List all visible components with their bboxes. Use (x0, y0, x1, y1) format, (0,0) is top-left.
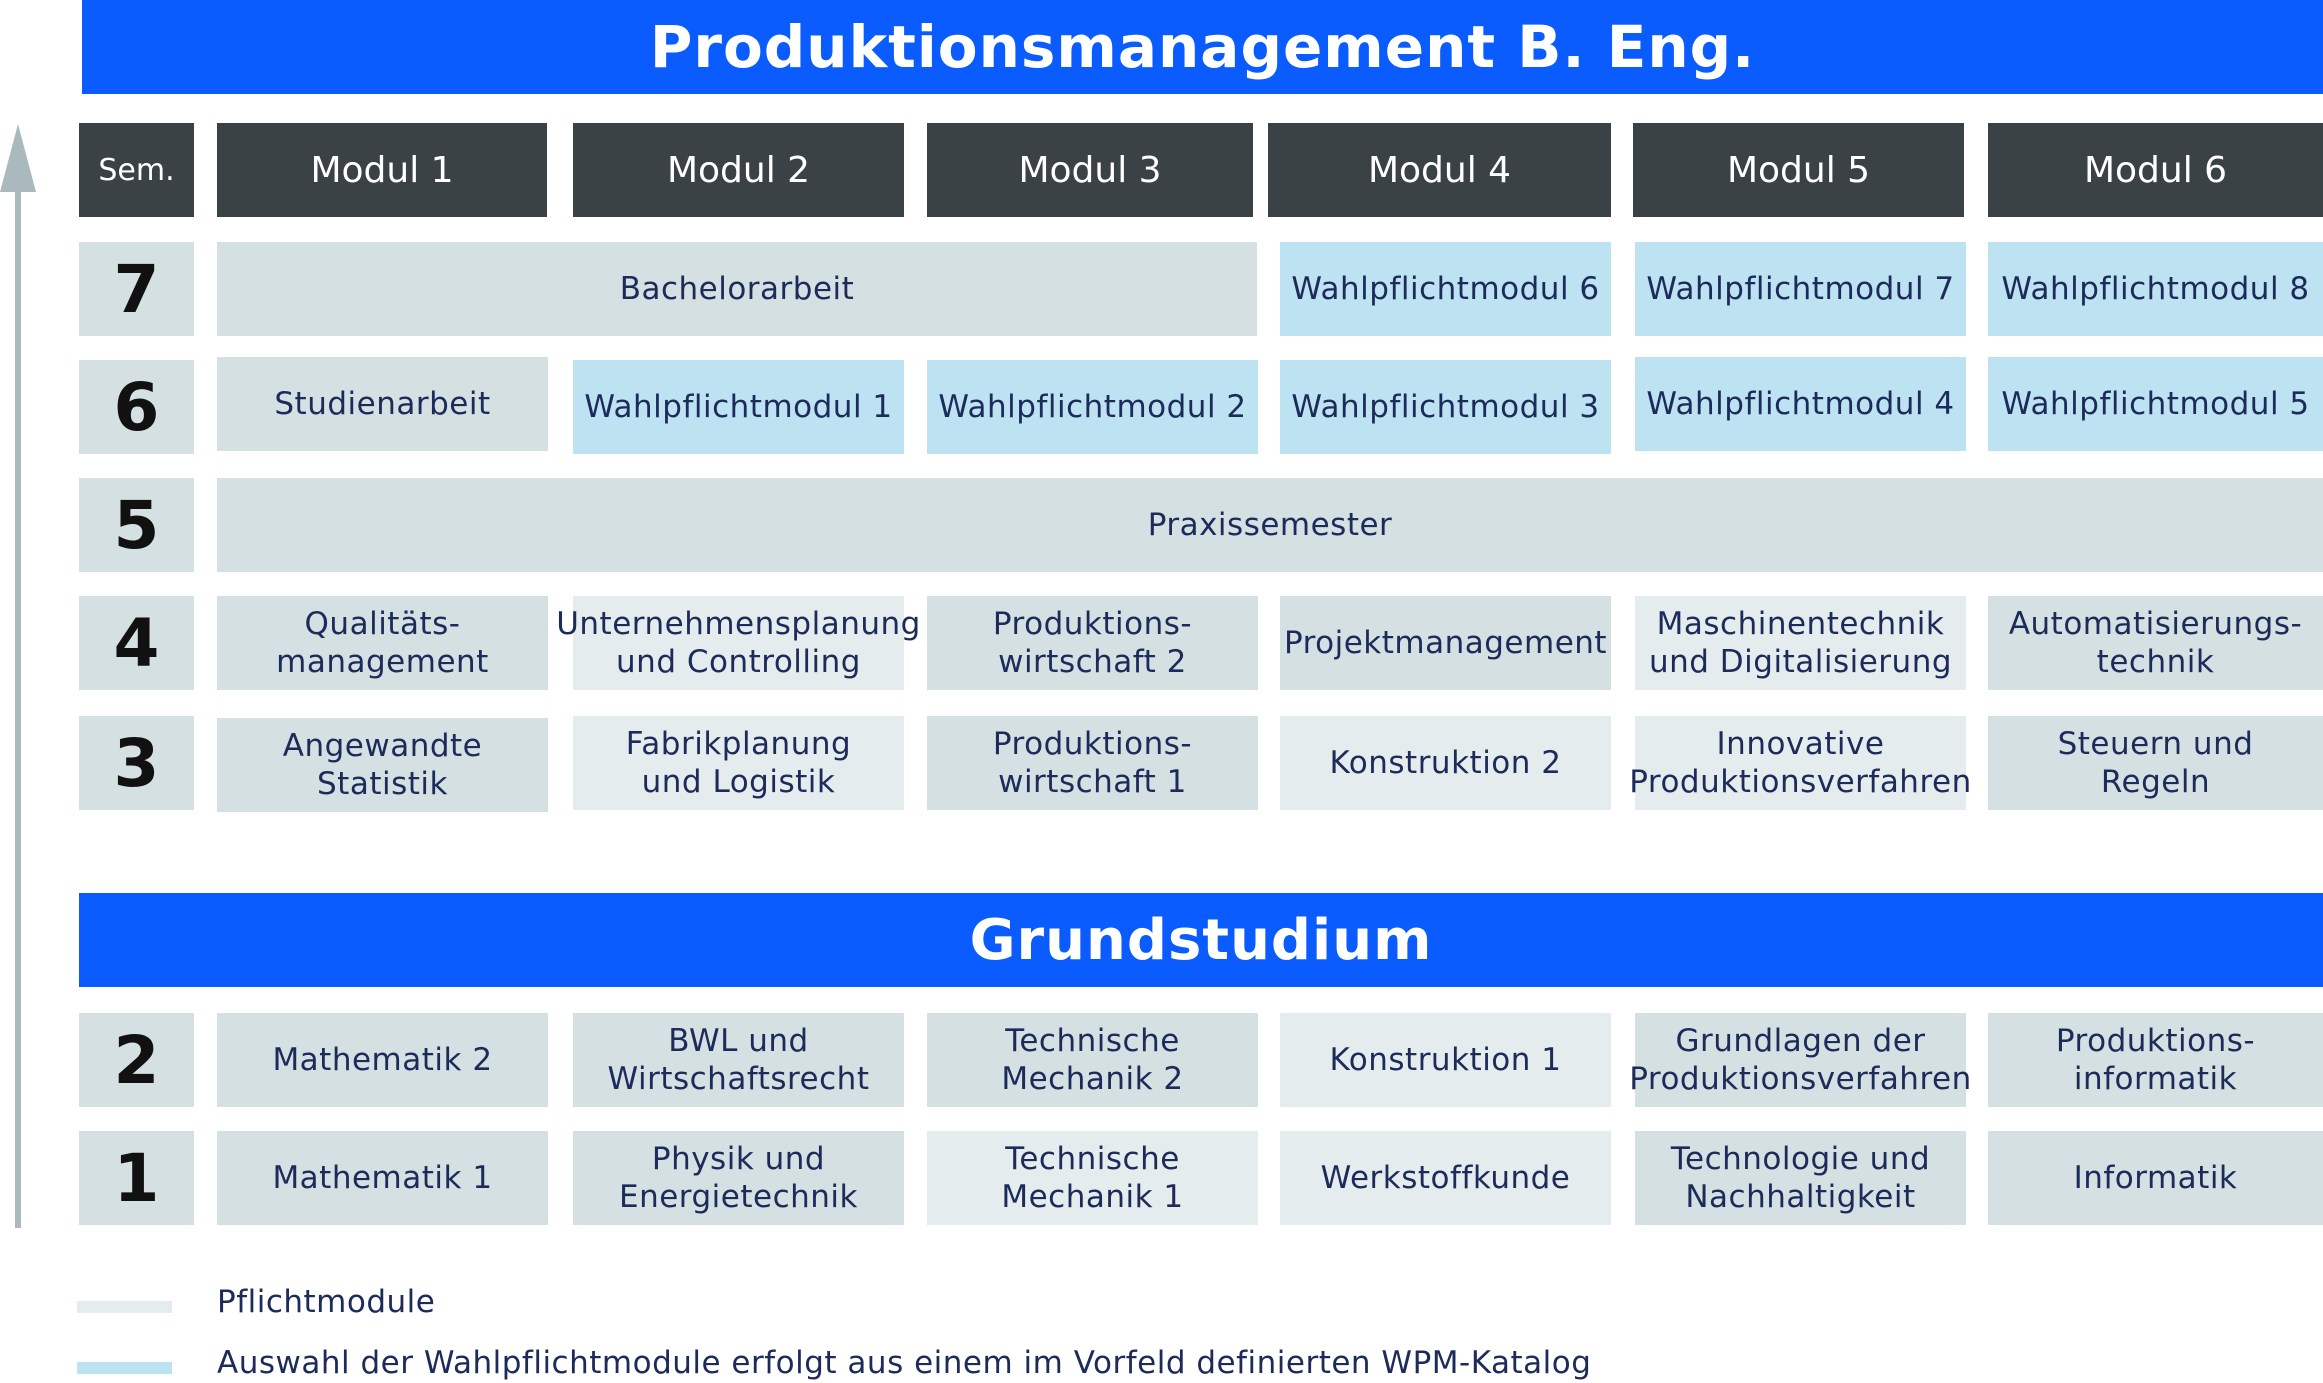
module-bachelorarbeit: Bachelorarbeit (217, 242, 1257, 336)
header-modul-1: Modul 1 (217, 123, 547, 217)
module-automatisierungstechnik: Automatisierungs- technik (1988, 596, 2323, 690)
grundstudium-title: Grundstudium (969, 907, 1433, 973)
module-konstruktion-2: Konstruktion 2 (1280, 716, 1611, 810)
header-sem: Sem. (79, 123, 194, 217)
module-mathematik-2: Mathematik 2 (217, 1013, 548, 1107)
module-wahlpflichtmodul-6: Wahlpflichtmodul 6 (1280, 242, 1611, 336)
module-wahlpflichtmodul-2: Wahlpflichtmodul 2 (927, 360, 1258, 454)
module-informatik: Informatik (1988, 1131, 2323, 1225)
module-bwl-wirtschaftsrecht: BWL und Wirtschaftsrecht (573, 1013, 904, 1107)
legend-swatch-pflicht (77, 1301, 172, 1313)
module-technische-mechanik-2: Technische Mechanik 2 (927, 1013, 1258, 1107)
module-maschinentechnik: Maschinentechnik und Digitalisierung (1635, 596, 1966, 690)
module-angewandte-statistik: Angewandte Statistik (217, 718, 548, 812)
header-modul-4: Modul 4 (1268, 123, 1611, 217)
module-mathematik-1: Mathematik 1 (217, 1131, 548, 1225)
module-innovative-produktionsverfahren: Innovative Produktionsverfahren (1629, 716, 1971, 810)
header-modul-5: Modul 5 (1633, 123, 1964, 217)
grundstudium-banner: Grundstudium (79, 893, 2323, 987)
module-grundlagen-produktionsverfahren: Grundlagen der Produktionsverfahren (1629, 1013, 1971, 1107)
semester-number-7: 7 (79, 242, 194, 336)
semester-number-3: 3 (79, 716, 194, 810)
module-produktionswirtschaft-2: Produktions- wirtschaft 2 (927, 596, 1258, 690)
module-praxissemester: Praxissemester (217, 478, 2323, 572)
module-physik-energietechnik: Physik und Energietechnik (573, 1131, 904, 1225)
semester-number-6: 6 (79, 360, 194, 454)
module-wahlpflichtmodul-4: Wahlpflichtmodul 4 (1635, 357, 1966, 451)
page-title: Produktionsmanagement B. Eng. (649, 13, 1756, 81)
semester-number-1: 1 (79, 1131, 194, 1225)
module-technische-mechanik-1: Technische Mechanik 1 (927, 1131, 1258, 1225)
module-qualitaetsmanagement: Qualitäts- management (217, 596, 548, 690)
legend-label-pflicht: Pflichtmodule (217, 1284, 436, 1320)
module-fabrikplanung: Fabrikplanung und Logistik (573, 716, 904, 810)
module-produktionswirtschaft-1: Produktions- wirtschaft 1 (927, 716, 1258, 810)
semester-number-4: 4 (79, 596, 194, 690)
module-werkstoffkunde: Werkstoffkunde (1280, 1131, 1611, 1225)
header-modul-2: Modul 2 (573, 123, 904, 217)
module-wahlpflichtmodul-7: Wahlpflichtmodul 7 (1635, 242, 1966, 336)
module-wahlpflichtmodul-3: Wahlpflichtmodul 3 (1280, 360, 1611, 454)
semester-progress-arrow (0, 124, 36, 1228)
module-projektmanagement: Projektmanagement (1280, 596, 1611, 690)
module-wahlpflichtmodul-1: Wahlpflichtmodul 1 (573, 360, 904, 454)
module-studienarbeit: Studienarbeit (217, 357, 548, 451)
module-produktionsinformatik: Produktions- informatik (1988, 1013, 2323, 1107)
module-steuern-und-regeln: Steuern und Regeln (1988, 716, 2323, 810)
module-wahlpflichtmodul-5: Wahlpflichtmodul 5 (1988, 357, 2323, 451)
title-banner: Produktionsmanagement B. Eng. (82, 0, 2323, 94)
header-modul-6: Modul 6 (1988, 123, 2323, 217)
semester-number-2: 2 (79, 1013, 194, 1107)
header-modul-3: Modul 3 (927, 123, 1253, 217)
module-unternehmensplanung: Unternehmensplanung und Controlling (556, 596, 920, 690)
module-wahlpflichtmodul-8: Wahlpflichtmodul 8 (1988, 242, 2323, 336)
legend-label-wahlpflicht: Auswahl der Wahlpflichtmodule erfolgt au… (217, 1345, 1592, 1381)
legend-swatch-wahlpflicht (77, 1362, 172, 1374)
module-konstruktion-1: Konstruktion 1 (1280, 1013, 1611, 1107)
semester-number-5: 5 (79, 478, 194, 572)
module-technologie-nachhaltigkeit: Technologie und Nachhaltigkeit (1635, 1131, 1966, 1225)
